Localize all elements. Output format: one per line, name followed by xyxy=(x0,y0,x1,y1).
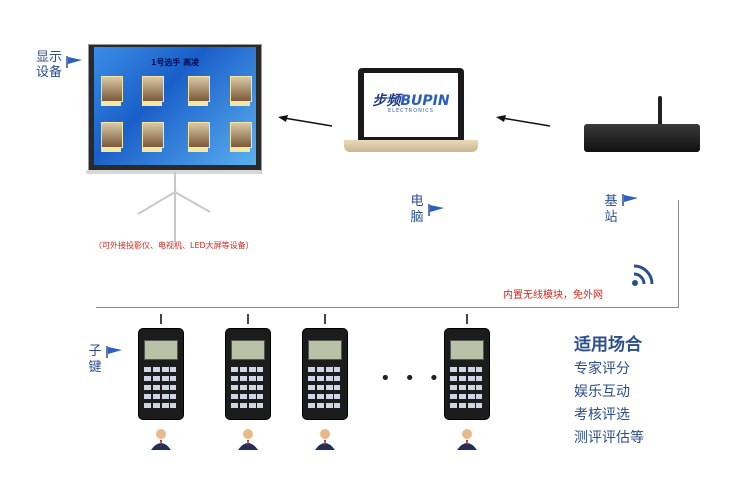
tile-caption xyxy=(142,101,162,106)
flag-icon xyxy=(622,194,638,206)
base-station-device xyxy=(584,124,700,152)
contestant-tile xyxy=(101,76,123,102)
use-case-item: 专家评分 xyxy=(574,361,630,377)
wireless-signal-icon xyxy=(632,264,654,286)
flag-icon xyxy=(106,346,122,358)
connector-line xyxy=(96,307,679,308)
keypad-buttons xyxy=(450,367,482,408)
ellipsis: • • • xyxy=(380,368,444,389)
contestant-tile xyxy=(230,122,252,148)
screen-title: 1号选手 高凌 xyxy=(150,58,200,67)
computer-label: 电脑 xyxy=(410,194,424,225)
keypad-buttons xyxy=(144,367,176,408)
keypad-screen xyxy=(450,340,484,360)
signal-tick xyxy=(466,314,468,324)
person-icon xyxy=(238,429,258,450)
tile-caption xyxy=(230,147,250,152)
sub-keys-label: 子键 xyxy=(88,344,102,375)
brand-latin: BUPIN xyxy=(400,93,450,109)
person-icon xyxy=(151,429,171,450)
tile-caption xyxy=(142,147,162,152)
tile-caption xyxy=(188,101,208,106)
tripod-stand xyxy=(137,172,211,242)
arrow-left-icon xyxy=(278,115,333,127)
keypad-screen xyxy=(144,340,178,360)
flag-icon xyxy=(428,204,444,216)
tile-caption xyxy=(188,147,208,152)
person-icon xyxy=(457,429,477,450)
contestant-tile xyxy=(142,76,164,102)
keypad-buttons xyxy=(308,367,340,408)
connector-line xyxy=(678,200,679,308)
use-case-item: 考核评选 xyxy=(574,407,630,423)
tile-caption xyxy=(101,101,121,106)
laptop-display xyxy=(364,73,458,137)
display-device-label: 显示设备 xyxy=(36,50,64,80)
signal-tick xyxy=(324,314,326,324)
use-case-item: 测评评估等 xyxy=(574,430,644,446)
contestant-tile xyxy=(101,122,123,148)
contestant-tile xyxy=(142,122,164,148)
antenna xyxy=(658,96,662,130)
brand-logo: 步频BUPIN xyxy=(368,90,454,110)
contestant-tile xyxy=(188,122,210,148)
laptop-base xyxy=(344,140,478,152)
tile-caption xyxy=(230,101,250,106)
signal-tick xyxy=(160,314,162,324)
signal-tick xyxy=(247,314,249,324)
keypad-buttons xyxy=(231,367,263,408)
tile-caption xyxy=(101,147,121,152)
keypad-screen xyxy=(308,340,342,360)
brand-cn: 步频 xyxy=(372,93,401,109)
use-case-item: 娱乐互动 xyxy=(574,384,630,400)
brand-subtitle: ELECTRONICS xyxy=(388,108,434,114)
external-device-note: （可外接投影仪、电视机、LED大屏等设备） xyxy=(94,241,254,250)
contestant-tile xyxy=(188,76,210,102)
contestant-tile xyxy=(230,76,252,102)
keypad-screen xyxy=(231,340,265,360)
wireless-note: 内置无线模块，免外网 xyxy=(503,290,603,301)
arrow-left-icon xyxy=(496,115,551,127)
use-cases-title: 适用场合 xyxy=(574,335,642,355)
person-icon xyxy=(315,429,335,450)
flag-icon xyxy=(66,56,82,68)
base-station-label: 基站 xyxy=(604,194,618,225)
display-label-text: 显示设备 xyxy=(36,50,63,80)
